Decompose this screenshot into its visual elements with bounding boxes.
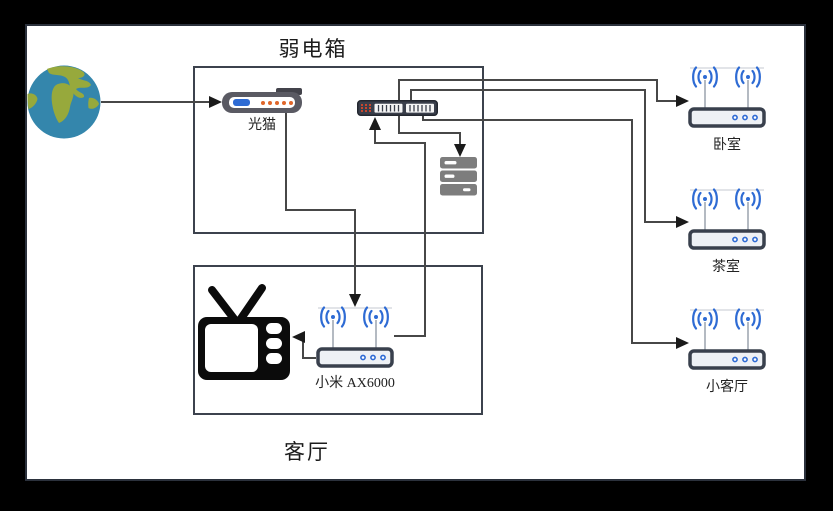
wifi-router-icon-bedroom [688,66,766,128]
small-living-ap-label: 小客厅 [706,380,748,395]
wifi-router-icon-tearoom [688,188,766,250]
network-switch-icon [357,100,438,116]
wifi-router-icon-main [316,306,394,368]
modem-led [282,101,286,105]
modem-led [268,101,272,105]
modem-led [289,101,293,105]
modem-label: 光猫 [248,118,276,133]
modem-led [275,101,279,105]
server-icon [440,157,477,196]
globe-icon [27,65,101,139]
zone-living-room-title: 客厅 [284,440,330,464]
tearoom-ap-label: 茶室 [712,260,740,275]
modem-led [261,101,265,105]
main-router-label: 小米 AX6000 [315,376,395,391]
modem-status-bar [233,99,250,106]
wifi-router-icon-small-living [688,308,766,370]
tv-icon [198,284,290,380]
bedroom-ap-label: 卧室 [713,138,741,153]
zone-weak-current-box-title: 弱电箱 [278,37,348,61]
modem-top-tab [276,88,302,95]
